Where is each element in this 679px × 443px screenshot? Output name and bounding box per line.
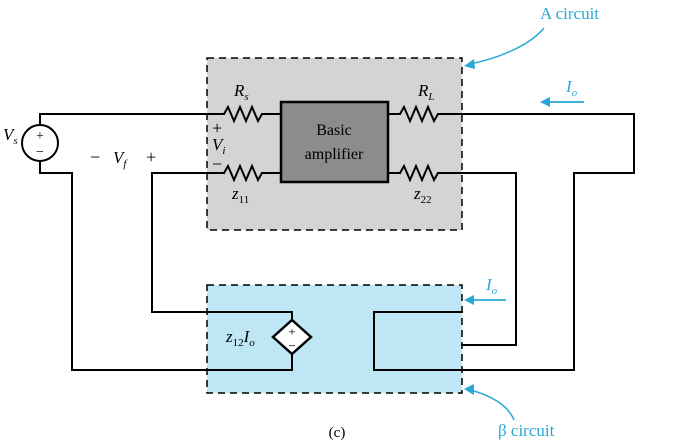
wire-vf-feedback: [151, 172, 293, 321]
wire-bottom-input: [39, 160, 293, 371]
io-top-arrowhead: [540, 97, 550, 107]
vs-source-plus: +: [36, 129, 44, 144]
vs-source-minus: −: [36, 145, 44, 160]
io-mid-label: Io: [485, 275, 498, 297]
rl-label: RL: [417, 81, 435, 103]
beta-circuit-pointer: [469, 389, 515, 421]
wire-top-input: [39, 113, 225, 126]
vf-label: Vf: [113, 148, 128, 170]
a-circuit-pointer: [469, 27, 545, 65]
amplifier-label-line2: amplifier: [305, 146, 364, 163]
amplifier-label-line1: Basic: [316, 122, 352, 139]
beta-circuit-pointer-head: [464, 384, 474, 395]
vi-minus: −: [212, 154, 222, 174]
dependent-source-diamond: [271, 318, 313, 356]
z12io-label: z12Io: [225, 327, 255, 349]
dep-source-minus: −: [288, 338, 295, 353]
rs-label: Rs: [233, 81, 249, 103]
resistor-z11: [223, 163, 263, 183]
a-circuit-label: A circuit: [540, 4, 599, 23]
io-mid-arrowhead: [464, 295, 474, 305]
io-top-label: Io: [565, 77, 578, 99]
resistor-rs: [223, 104, 263, 124]
z22-label: z22: [413, 184, 432, 206]
resistor-rl: [399, 104, 439, 124]
beta-circuit-label: β circuit: [498, 421, 555, 440]
vf-minus: −: [90, 147, 100, 167]
a-circuit-pointer-head: [464, 59, 475, 69]
wire-output-top: [373, 113, 635, 371]
dep-source-plus: +: [288, 324, 295, 339]
basic-amplifier-box: [279, 100, 390, 184]
vs-label: Vs: [3, 125, 18, 147]
beta-circuit-box: [206, 284, 463, 394]
resistor-z22: [399, 163, 439, 183]
vf-plus: +: [146, 147, 156, 167]
figure-caption: (c): [329, 425, 346, 441]
vi-label: Vi: [212, 135, 225, 157]
vi-plus: +: [212, 118, 222, 138]
z11-label: z11: [231, 184, 249, 206]
wire-output-bottom: [437, 172, 517, 346]
